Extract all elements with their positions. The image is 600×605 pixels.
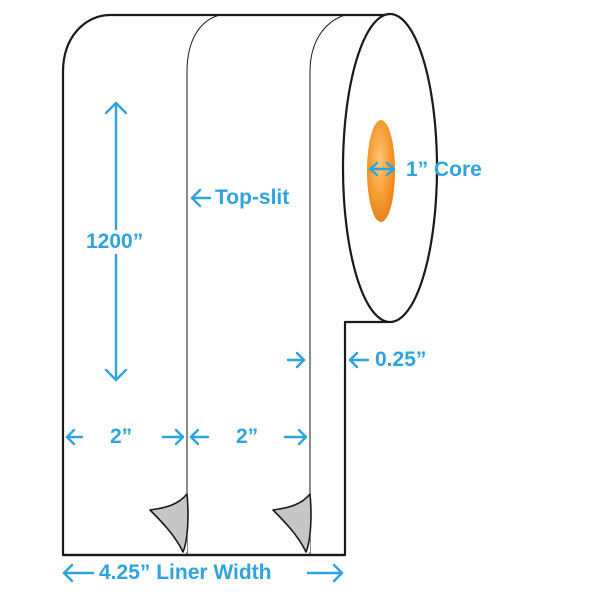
peel-corner-right [270, 493, 312, 553]
slit-line-1 [186, 14, 221, 555]
label-width-right: 2” [236, 425, 259, 448]
label-width-left-arrow-icon [65, 428, 185, 446]
core-icon [367, 120, 395, 222]
roll-body [61, 13, 390, 557]
core-arrow-icon [368, 161, 396, 177]
core-label: 1” Core [406, 158, 482, 181]
top-slit-arrow-icon [190, 188, 212, 208]
gap-label: 0.25” [375, 348, 427, 371]
length-label: 1200” [84, 230, 146, 254]
top-slit-label: Top-slit [213, 186, 292, 210]
liner-width-arrow-icon [62, 563, 344, 583]
slit-line-2 [309, 14, 346, 555]
peel-corner-left [147, 493, 189, 553]
gap-arrow-icon [286, 351, 370, 369]
label-width-right-arrow-icon [189, 428, 308, 446]
label-width-left: 2” [110, 425, 133, 448]
liner-width-label: 4.25” Liner Width [99, 561, 272, 584]
